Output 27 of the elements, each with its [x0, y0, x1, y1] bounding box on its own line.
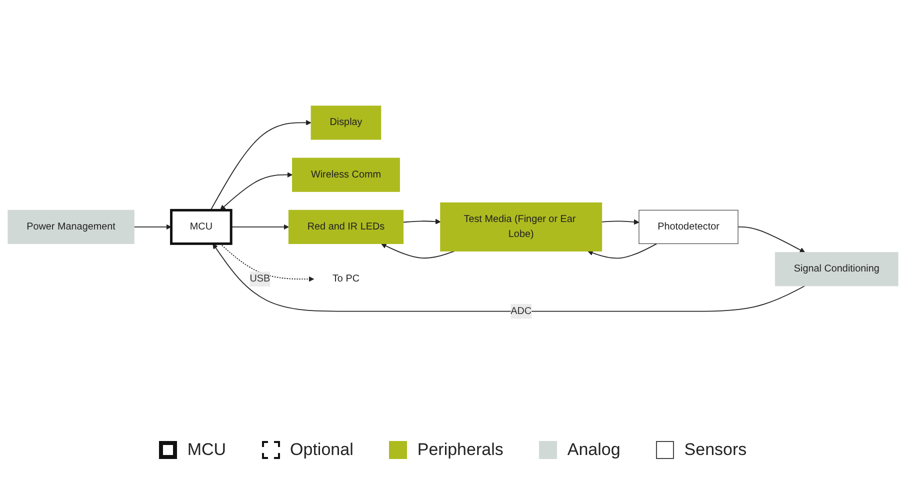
- legend-label: Sensors: [684, 440, 747, 460]
- node-box: MCU: [170, 209, 232, 246]
- arrow: [402, 219, 441, 224]
- arrow: [588, 243, 658, 259]
- legend-label: MCU: [187, 440, 226, 460]
- node-box: Wireless Comm: [292, 158, 400, 192]
- node-box: Power Management: [8, 210, 134, 244]
- legend-label: Peripherals: [417, 440, 504, 460]
- arrow: [220, 172, 293, 210]
- arrow: [220, 243, 314, 282]
- arrow: [738, 226, 806, 253]
- legend-label: Optional: [290, 440, 354, 460]
- node-box: Photodetector: [638, 210, 738, 244]
- node-text: To PC: [332, 274, 360, 284]
- node-box: Test Media (Finger or Ear Lobe): [440, 202, 602, 252]
- arrow: [381, 243, 455, 259]
- arrow: [212, 244, 806, 312]
- arrow: [134, 224, 172, 230]
- legend-label: Analog: [567, 440, 620, 460]
- edge-label: USB: [250, 274, 270, 284]
- arrow: [210, 120, 312, 211]
- arrow: [230, 224, 289, 230]
- node-box: Signal Conditioning: [774, 252, 898, 286]
- node-box: Red and IR LEDs: [288, 210, 404, 244]
- edge-label: ADC: [510, 306, 532, 316]
- arrow: [601, 219, 640, 225]
- node-box: Display: [310, 106, 382, 140]
